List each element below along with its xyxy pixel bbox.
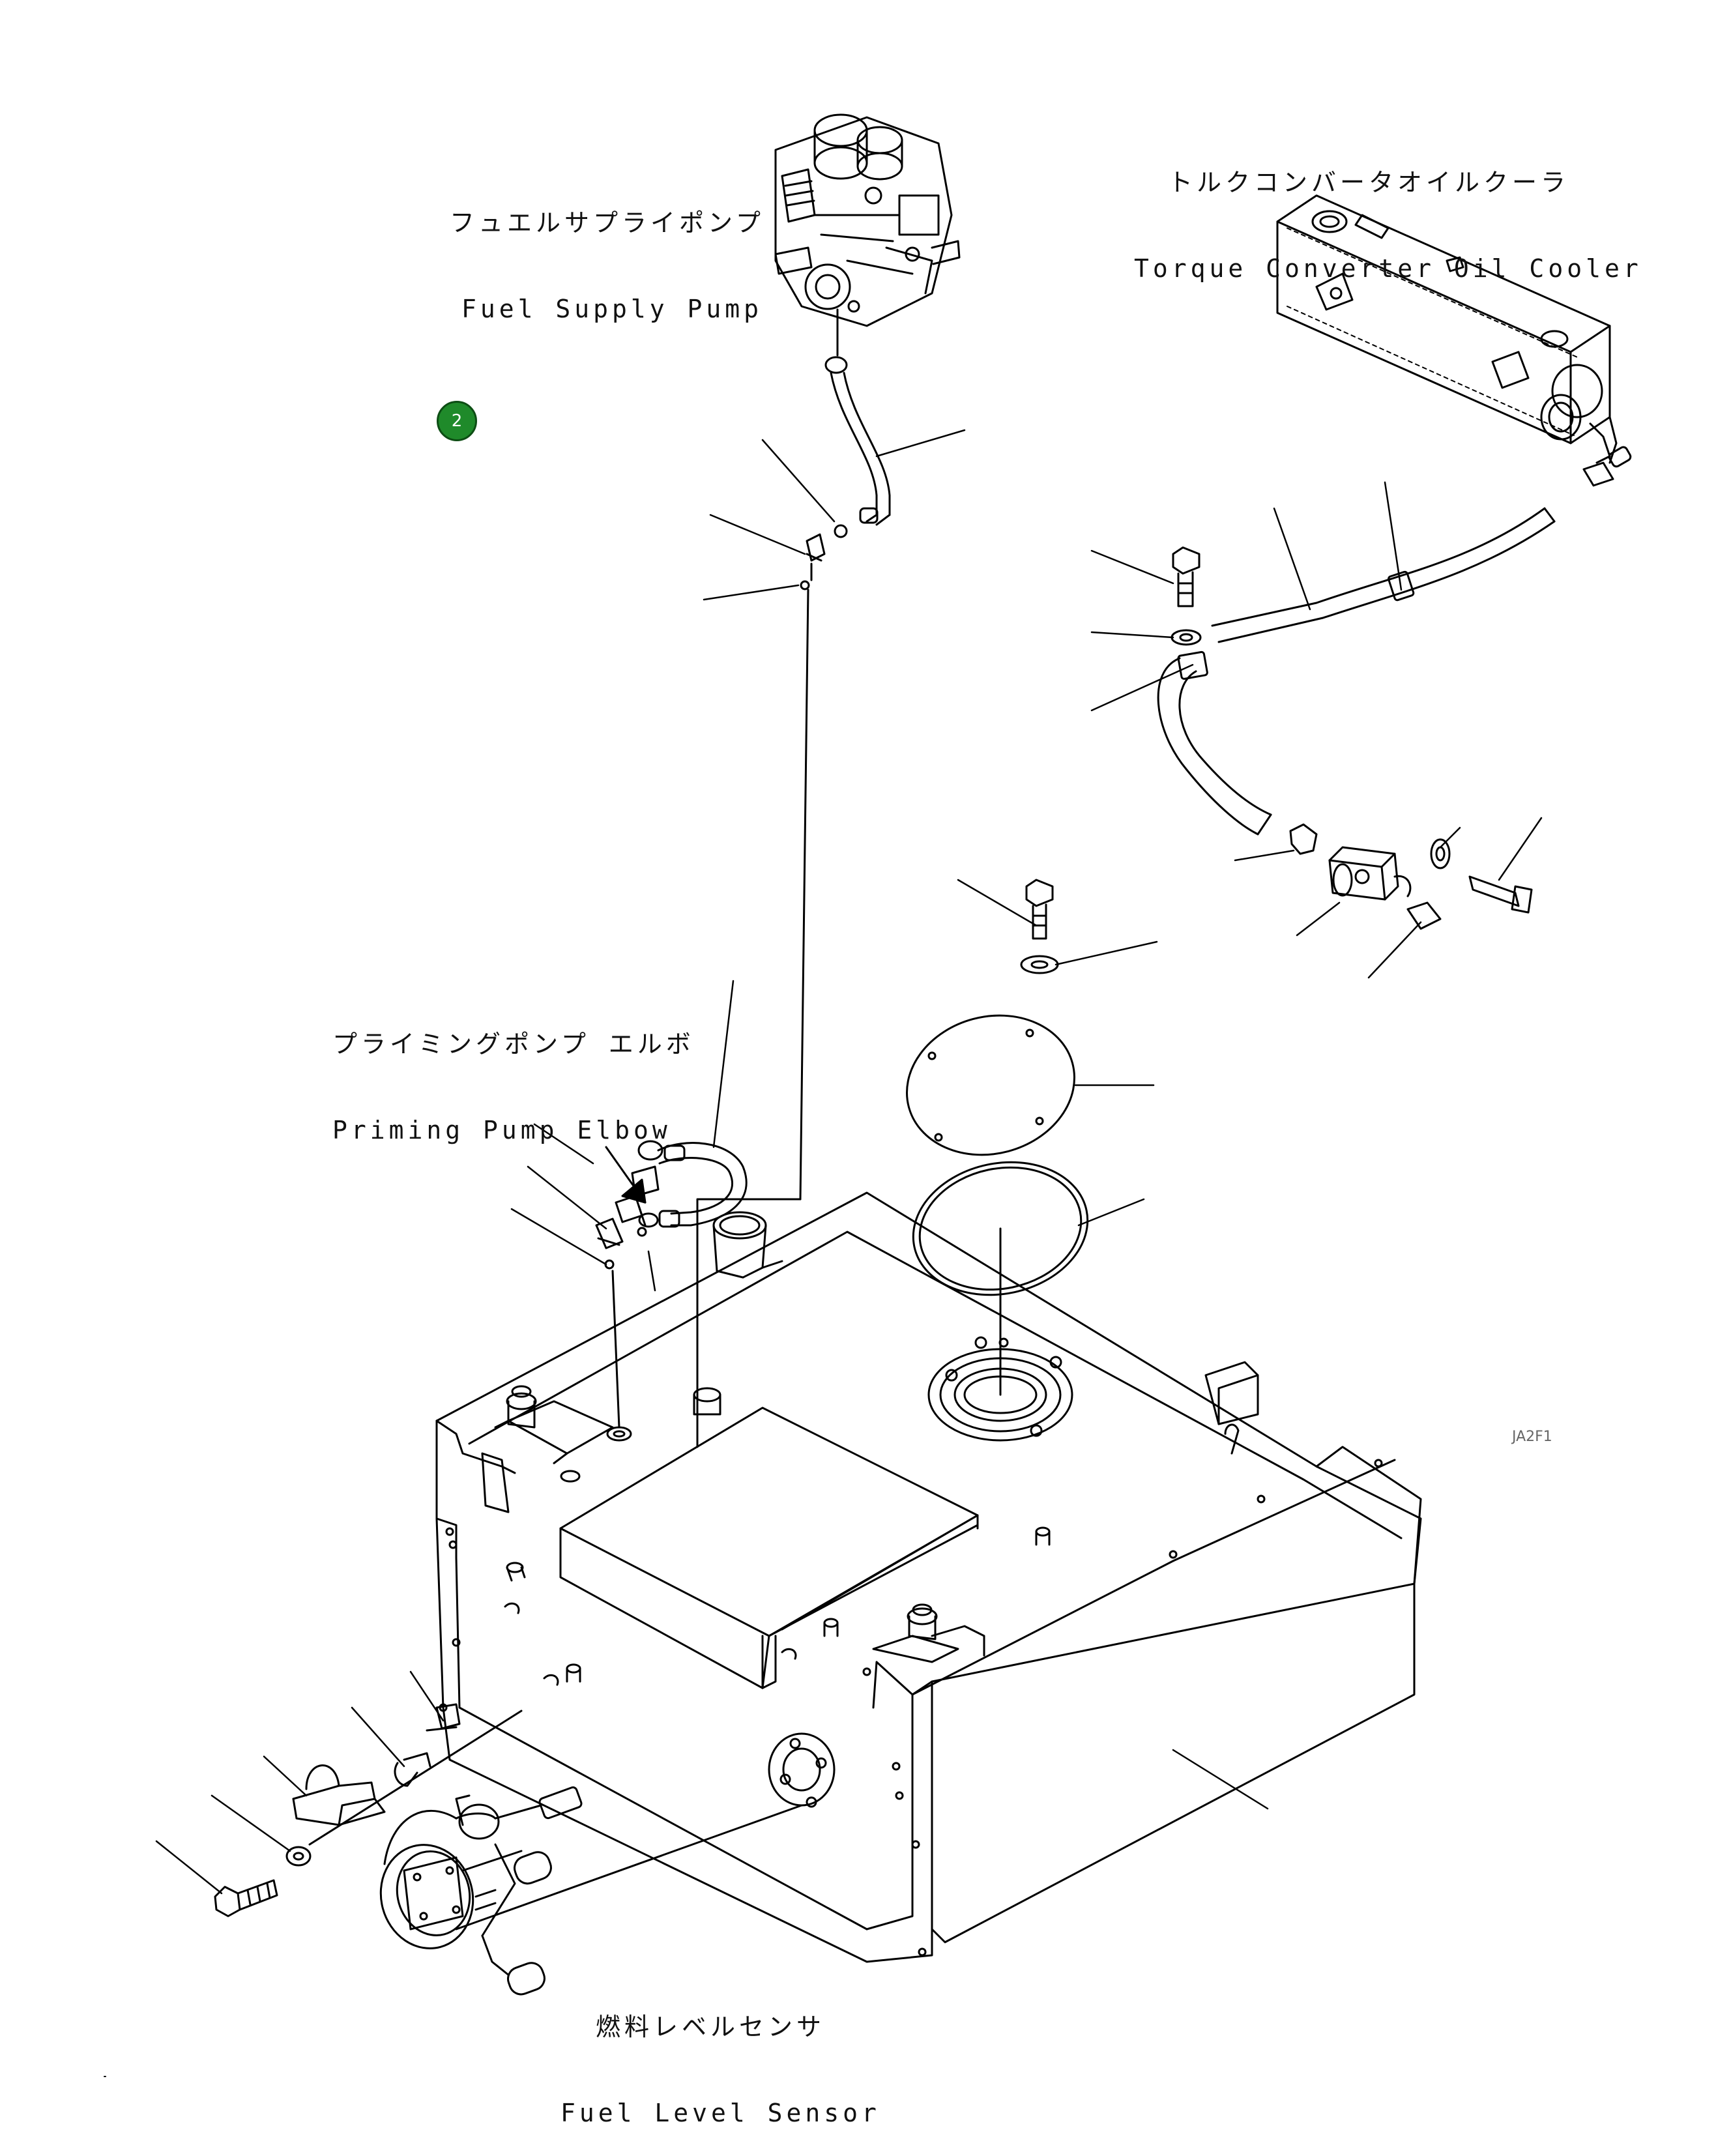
leader-lines [1172, 1749, 1269, 1810]
lower-left-hardware [214, 1703, 523, 1917]
fuel-level-sensor-part [379, 1786, 583, 1996]
priming-pump-elbow-label-jp: プライミングポンプ エルボ [332, 1030, 695, 1058]
cover-plate [906, 1014, 1075, 1156]
fuel-hose-pump [696, 308, 891, 1448]
priming-pump-elbow-part [595, 1140, 748, 1429]
priming-pump-elbow-label: プライミングポンプ エルボ Priming Pump Elbow [332, 972, 695, 1173]
oil-cooler-label-en: Torque Converter Oil Cooler [1134, 254, 1642, 283]
fuel-level-sensor-label-jp: 燃料レベルセンサ [595, 2013, 825, 2041]
leader-lines [510, 980, 735, 1292]
fuel-level-sensor-label: 燃料レベルセンサ Fuel Level Sensor [560, 1955, 880, 2156]
fuel-tank-body [435, 1191, 1422, 1963]
leader-lines [703, 429, 966, 601]
oil-cooler-label: トルクコンバータオイルクーラ Torque Converter Oil Cool… [1134, 111, 1642, 312]
fuel-supply-pump-part [774, 113, 961, 327]
cooler-fitting-assembly [1289, 823, 1533, 930]
bolt-and-washer-upper-right [1171, 546, 1202, 646]
fuel-supply-pump-label-en: Fuel Supply Pump [461, 295, 763, 323]
leader-lines [957, 879, 1158, 1227]
fuel-supply-pump-label: フュエルサプライポンプ Fuel Supply Pump [450, 151, 763, 352]
figure-id: JA2F1 [1512, 1429, 1552, 1445]
fuel-supply-pump-label-jp: フュエルサプライポンプ [450, 209, 764, 237]
oil-cooler-label-jp: トルクコンバータオイルクーラ [1167, 168, 1569, 197]
oil-cooler-part [1276, 194, 1632, 487]
oil-cooler-hose [1157, 481, 1556, 836]
gasket-ring [912, 1161, 1089, 1396]
priming-pump-elbow-label-en: Priming Pump Elbow [332, 1116, 671, 1144]
leader-lines [155, 1670, 444, 1895]
leader-lines [1234, 817, 1543, 979]
leader-lines [1090, 549, 1194, 712]
fuel-level-sensor-label-en: Fuel Level Sensor [560, 2099, 880, 2127]
cover-bolt-washer [1020, 879, 1059, 974]
item-number-badge[interactable]: 2 [437, 401, 477, 441]
